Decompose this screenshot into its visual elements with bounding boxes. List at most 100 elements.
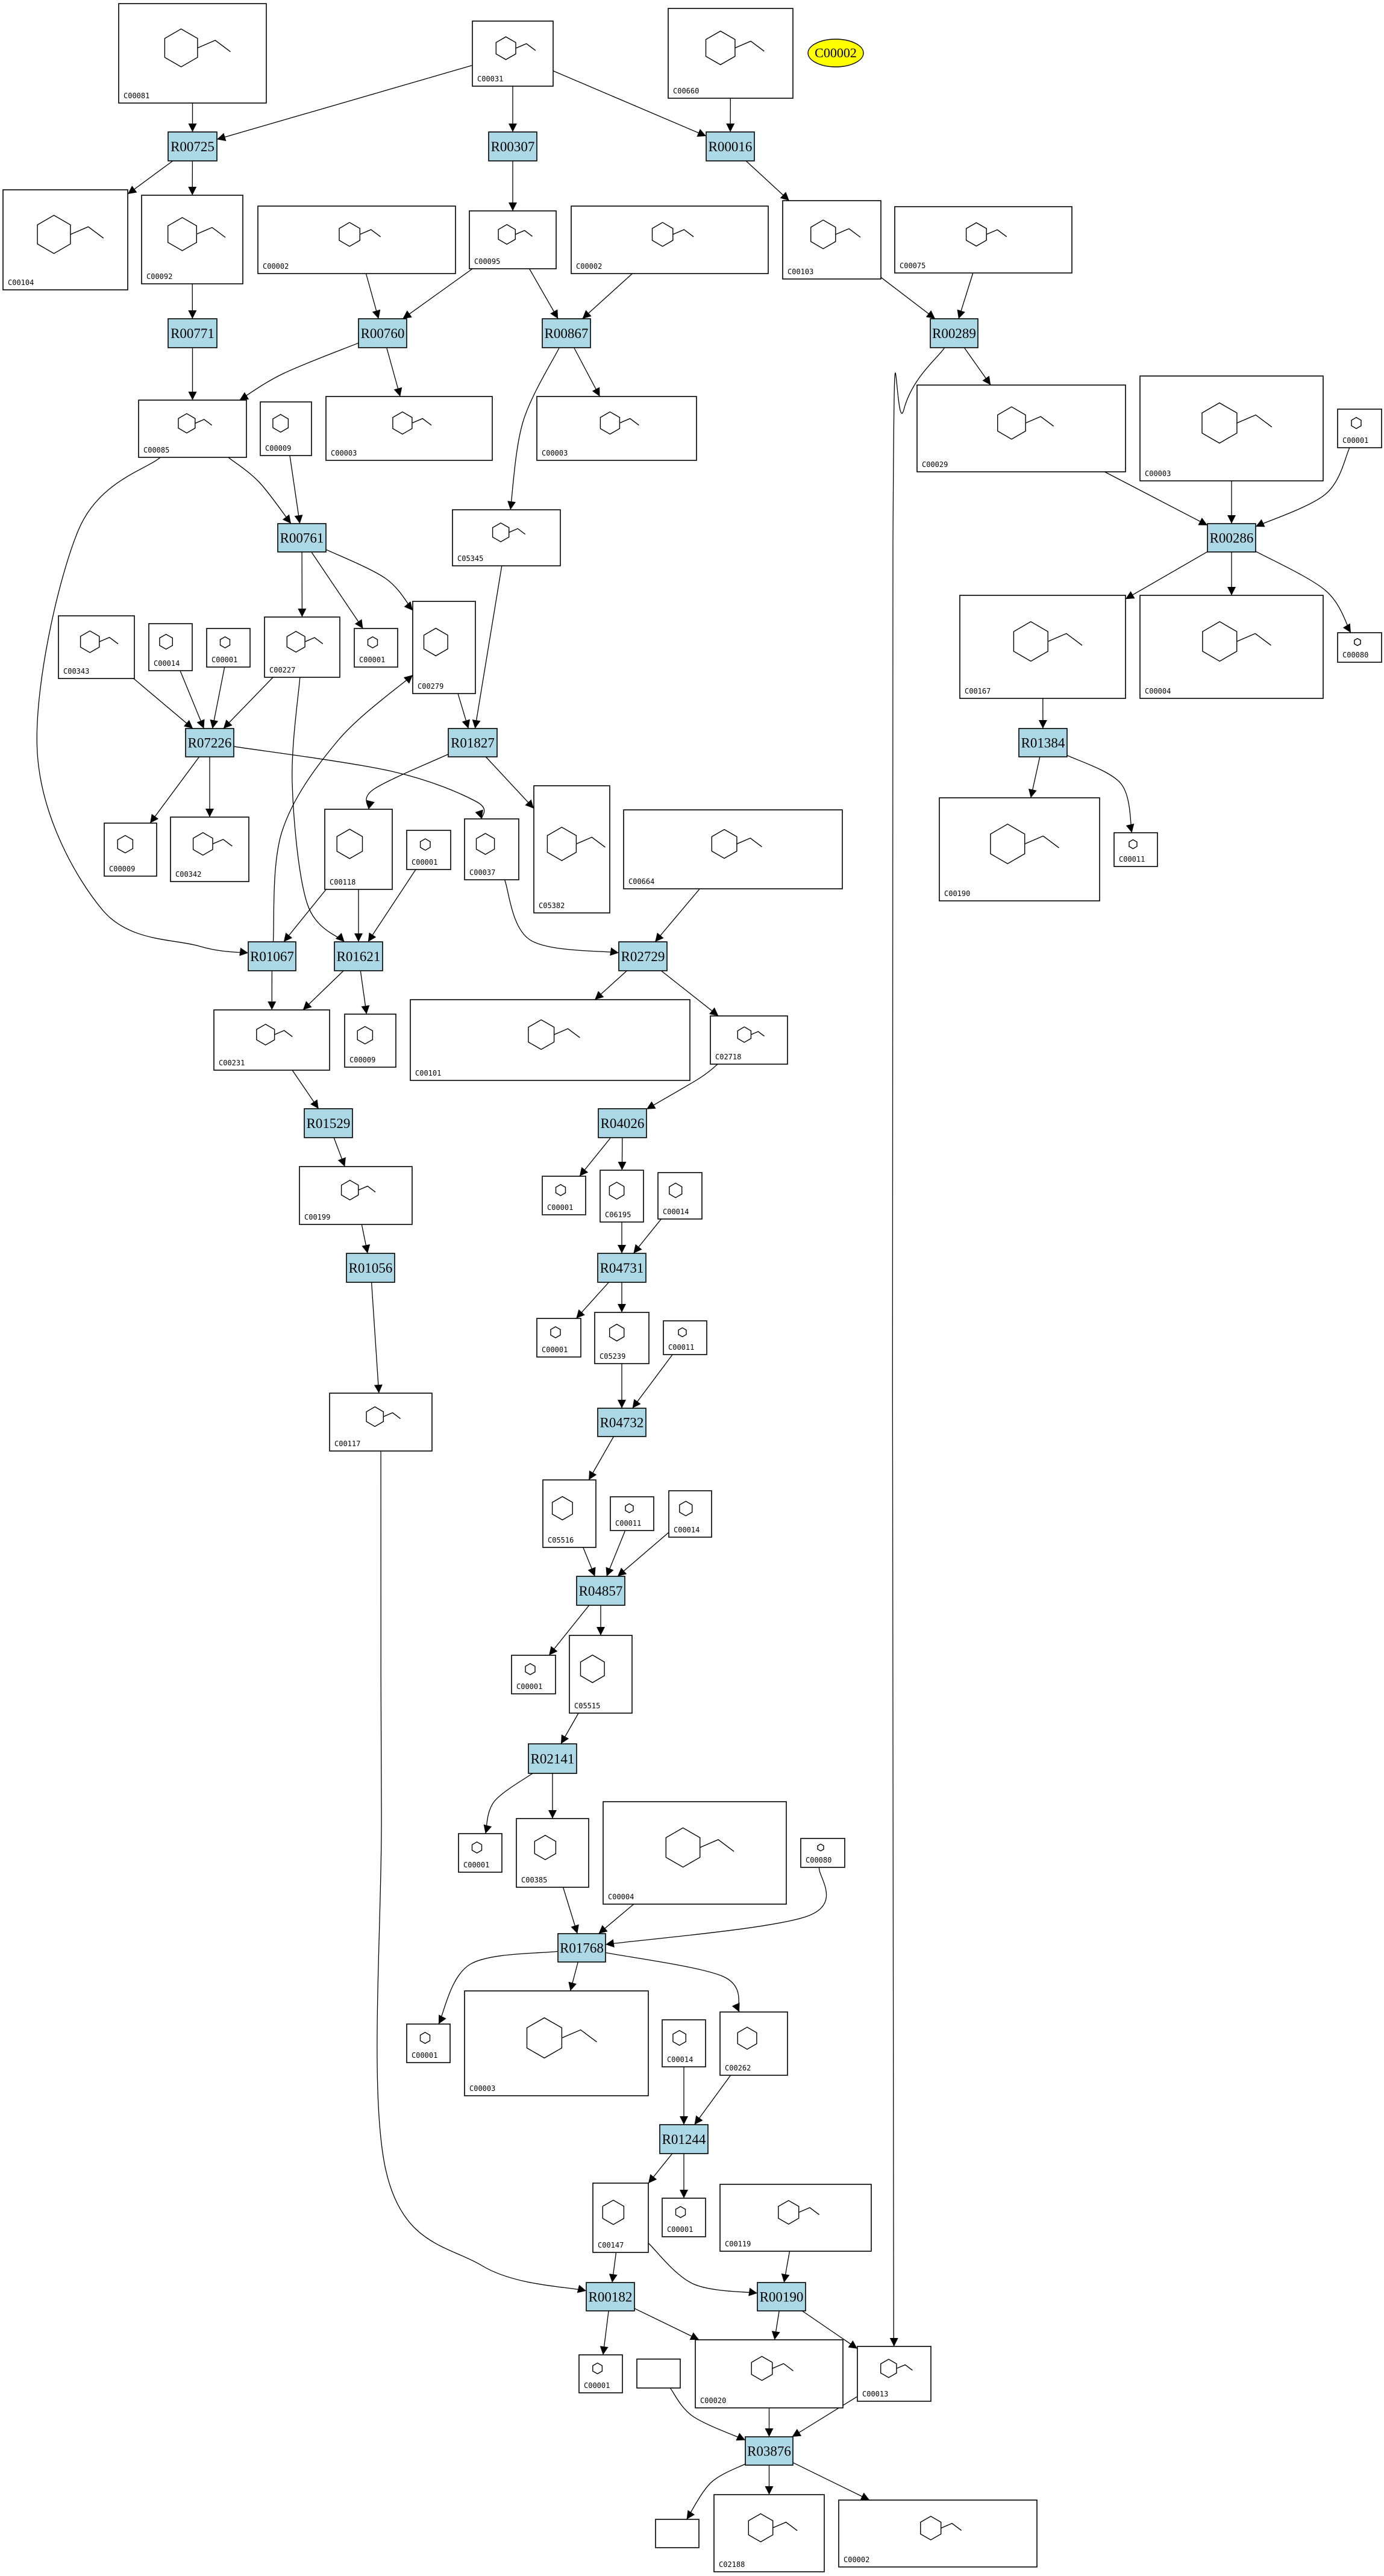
compound-box[interactable] xyxy=(464,1990,649,2096)
reaction-node[interactable]: R00182 xyxy=(586,2282,635,2311)
compound-box[interactable] xyxy=(329,1393,433,1452)
reaction-box[interactable] xyxy=(542,318,591,348)
compound-node[interactable]: C05345 xyxy=(452,509,561,566)
compound-node[interactable]: C00081 xyxy=(118,3,267,104)
compound-node[interactable]: C00004 xyxy=(1139,595,1324,699)
reaction-node[interactable]: R02141 xyxy=(528,1743,577,1774)
compound-box[interactable] xyxy=(141,195,243,284)
reaction-box[interactable] xyxy=(706,131,755,161)
compound-box[interactable] xyxy=(410,999,690,1081)
compound-node[interactable]: C00014 xyxy=(148,623,193,671)
compound-box[interactable] xyxy=(610,1496,654,1531)
compound-node[interactable]: C06195 xyxy=(600,1170,644,1223)
compound-box[interactable] xyxy=(592,2183,649,2253)
reaction-box[interactable] xyxy=(528,1743,577,1774)
reaction-box[interactable] xyxy=(248,941,296,971)
reaction-node[interactable]: R01768 xyxy=(557,1933,606,1963)
reaction-node[interactable]: R07226 xyxy=(185,728,234,757)
empty-compound-node[interactable] xyxy=(655,2519,700,2548)
compound-box[interactable] xyxy=(264,616,340,678)
compound-box[interactable] xyxy=(58,615,135,679)
reaction-box[interactable] xyxy=(448,728,498,757)
compound-box[interactable] xyxy=(213,1009,330,1071)
reaction-box[interactable] xyxy=(930,318,979,348)
compound-node[interactable]: C00085 xyxy=(138,400,247,458)
compound-box[interactable] xyxy=(148,623,193,671)
compound-node[interactable]: C00343 xyxy=(58,615,135,679)
compound-box[interactable] xyxy=(1139,375,1324,481)
reaction-box[interactable] xyxy=(557,1933,606,1963)
compound-node[interactable]: C00279 xyxy=(412,601,476,694)
compound-node[interactable]: C00009 xyxy=(344,1014,396,1068)
compound-node[interactable]: C00118 xyxy=(324,809,393,890)
compound-box[interactable] xyxy=(170,816,249,882)
reaction-node[interactable]: R00190 xyxy=(757,2282,806,2311)
compound-node[interactable]: C00167 xyxy=(959,595,1126,699)
compound-node[interactable]: C05515 xyxy=(569,1635,633,1714)
compound-box[interactable] xyxy=(603,1801,787,1905)
compound-node[interactable]: C00014 xyxy=(668,1490,712,1538)
reaction-box[interactable] xyxy=(168,131,218,161)
reaction-node[interactable]: R01621 xyxy=(334,941,383,971)
compound-box[interactable] xyxy=(406,830,451,870)
compound-box[interactable] xyxy=(662,2019,706,2067)
compound-node[interactable]: C00002 xyxy=(571,205,769,274)
reaction-node[interactable]: R01056 xyxy=(346,1253,395,1283)
reaction-node[interactable]: R02729 xyxy=(618,941,668,971)
compound-node[interactable]: C00095 xyxy=(469,210,557,269)
reaction-node[interactable]: R01827 xyxy=(448,728,498,757)
compound-node[interactable]: C05382 xyxy=(533,785,610,914)
compound-node[interactable]: C00001 xyxy=(662,2198,706,2237)
compound-node[interactable]: C00660 xyxy=(668,8,794,99)
compound-node[interactable]: C00190 xyxy=(939,797,1100,901)
compound-box[interactable] xyxy=(939,797,1100,901)
compound-box[interactable] xyxy=(511,1655,556,1694)
compound-box[interactable] xyxy=(959,595,1126,699)
compound-box[interactable] xyxy=(657,1172,703,1220)
compound-box[interactable] xyxy=(782,200,881,280)
compound-node[interactable]: C00001 xyxy=(406,830,451,870)
highlight-oval[interactable] xyxy=(807,39,864,67)
compound-box[interactable] xyxy=(536,1318,581,1358)
compound-node[interactable]: C00001 xyxy=(578,2354,623,2393)
reaction-box[interactable] xyxy=(597,1253,647,1283)
compound-box[interactable] xyxy=(894,206,1072,274)
reaction-node[interactable]: R04857 xyxy=(576,1576,625,1606)
compound-node[interactable]: C02188 xyxy=(713,2494,825,2572)
compound-node[interactable]: C00342 xyxy=(170,816,249,882)
compound-box[interactable] xyxy=(533,785,610,914)
compound-box[interactable] xyxy=(695,2339,844,2408)
reaction-box[interactable] xyxy=(1018,728,1068,757)
compound-node[interactable]: C00227 xyxy=(264,616,340,678)
compound-box[interactable] xyxy=(719,2011,788,2076)
compound-box[interactable] xyxy=(516,1818,589,1888)
compound-box[interactable] xyxy=(536,396,697,461)
reaction-node[interactable]: R00286 xyxy=(1207,523,1256,553)
compound-node[interactable]: C00103 xyxy=(782,200,881,280)
compound-node[interactable]: C02718 xyxy=(710,1015,788,1065)
compound-node[interactable]: C00117 xyxy=(329,1393,433,1452)
compound-node[interactable]: C00147 xyxy=(592,2183,649,2253)
compound-node[interactable]: C00001 xyxy=(542,1176,586,1215)
compound-node[interactable]: C00002 xyxy=(257,205,456,274)
compound-box[interactable] xyxy=(916,384,1126,472)
compound-node[interactable]: C00385 xyxy=(516,1818,589,1888)
compound-node[interactable]: C00020 xyxy=(695,2339,844,2408)
reaction-node[interactable]: R00761 xyxy=(277,523,327,553)
reaction-node[interactable]: R00771 xyxy=(168,318,218,348)
compound-box[interactable] xyxy=(472,20,554,87)
compound-box[interactable] xyxy=(299,1166,413,1225)
compound-box[interactable] xyxy=(857,2346,932,2402)
reaction-box[interactable] xyxy=(346,1253,395,1283)
compound-box[interactable] xyxy=(325,396,493,461)
compound-node[interactable]: C00080 xyxy=(1337,632,1382,663)
compound-box[interactable] xyxy=(655,2519,700,2548)
compound-node[interactable]: C00199 xyxy=(299,1166,413,1225)
compound-box[interactable] xyxy=(1337,632,1382,663)
compound-node[interactable]: C00003 xyxy=(1139,375,1324,481)
reaction-node[interactable]: R01244 xyxy=(659,2124,709,2154)
compound-box[interactable] xyxy=(412,601,476,694)
compound-box[interactable] xyxy=(458,1833,503,1873)
compound-node[interactable]: C00119 xyxy=(719,2184,872,2252)
compound-node[interactable]: C00011 xyxy=(663,1320,707,1355)
